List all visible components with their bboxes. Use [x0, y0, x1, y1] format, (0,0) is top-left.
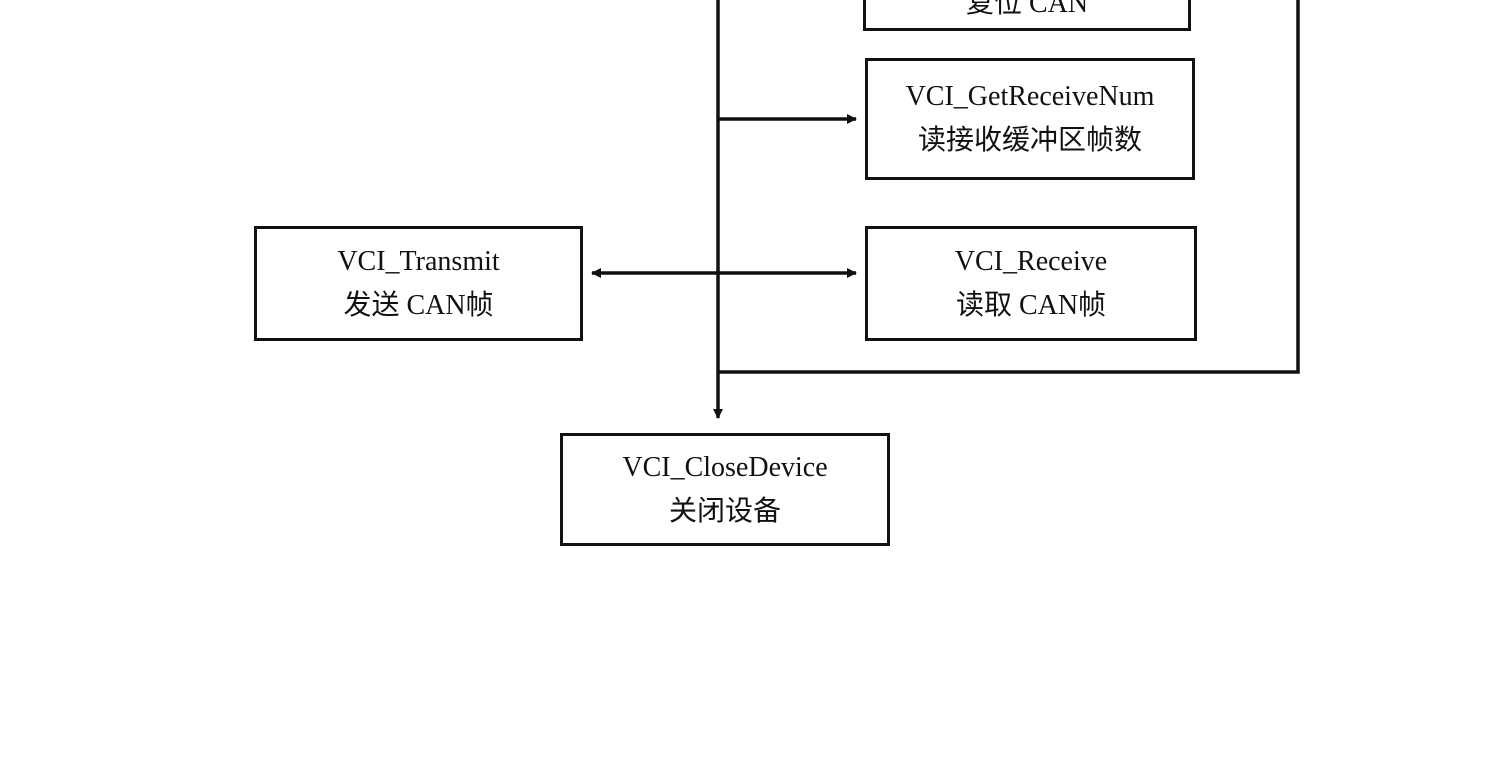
receive-box: VCI_Receive 读取 CAN帧: [865, 226, 1197, 341]
close-device-label: 关闭设备: [668, 495, 781, 527]
get-receive-num-func: VCI_GetReceiveNum: [905, 81, 1155, 112]
transmit-box: VCI_Transmit 发送 CAN帧: [254, 226, 583, 341]
close-device-func: VCI_CloseDevice: [622, 451, 828, 483]
close-device-box: VCI_CloseDevice 关闭设备: [560, 433, 890, 546]
transmit-func: VCI_Transmit: [337, 245, 500, 277]
get-receive-num-label: 读接收缓冲区帧数: [917, 125, 1142, 156]
receive-func: VCI_Receive: [954, 245, 1108, 277]
receive-label: 读取 CAN帧: [955, 289, 1107, 321]
reset-can-box: 复位 CAN: [863, 0, 1191, 31]
loop-return-line: [718, 0, 1300, 374]
transmit-label: 发送 CAN帧: [343, 289, 494, 321]
get-receive-num-box: VCI_GetReceiveNum 读接收缓冲区帧数: [865, 58, 1195, 180]
reset-can-label: 复位 CAN: [965, 0, 1089, 19]
